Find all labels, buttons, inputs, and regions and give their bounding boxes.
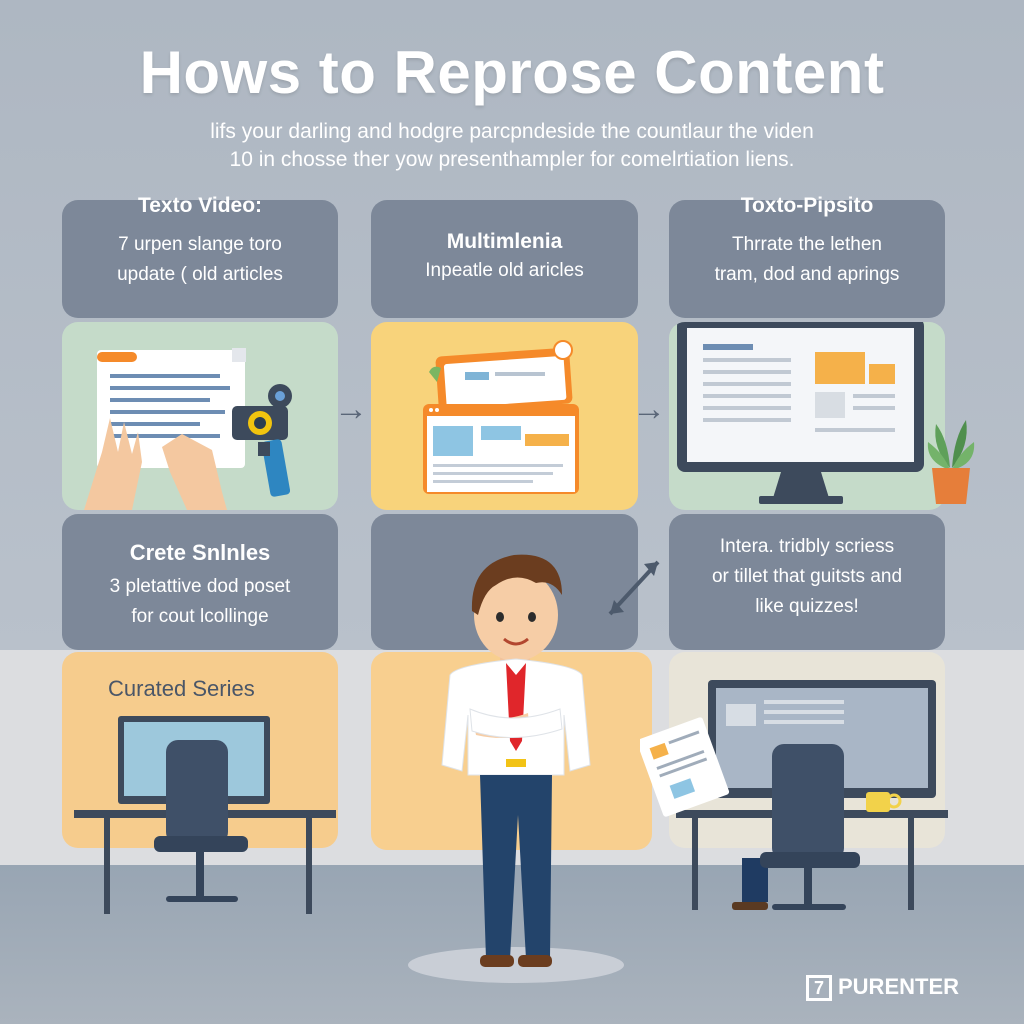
camera-icon xyxy=(232,384,292,497)
card-multimedia: Multimlenia Inpeatle old aricles xyxy=(371,200,638,318)
card-interactive-line-3: like quizzes! xyxy=(755,596,859,617)
desk-scene-left xyxy=(74,716,336,914)
subtitle-line-2: 10 in chosse ther yow presenthampler for… xyxy=(229,148,795,171)
floor-shadow xyxy=(408,947,624,983)
double-arrow-icon xyxy=(608,560,660,616)
office-chair-icon xyxy=(732,744,860,910)
logo-text: PURENTER xyxy=(838,974,960,999)
panel-text-to-video-illustration xyxy=(62,322,338,510)
card-interactive: Intera. tridbly scriess or tillet that g… xyxy=(669,514,945,650)
card-create-series-heading: Crete Snlnles xyxy=(129,540,271,565)
arrow-right-icon: → xyxy=(334,390,368,428)
card-toxto-heading: Toxto-Pipsito xyxy=(740,194,874,217)
card-toxto-line-1: Thrrate the lethen xyxy=(732,234,882,255)
arrow-right-icon: → xyxy=(632,390,666,428)
panel-monitor-illustration xyxy=(669,322,945,510)
page-title: Hows to Reprose Content xyxy=(139,39,885,106)
card-create-series-line-1: 3 pletattive dod poset xyxy=(109,576,291,597)
card-toxto-pipsito: Toxto-Pipsito Thrrate the lethen tram, d… xyxy=(669,194,945,318)
card-text-to-video-line-1: 7 urpen slange toro xyxy=(118,234,282,255)
card-toxto-line-2: tram, dod and aprings xyxy=(714,264,900,285)
subtitle-line-1: lifs your darling and hodgre parcpndesid… xyxy=(210,120,814,143)
office-chair-icon xyxy=(154,740,248,902)
man-figure xyxy=(441,554,591,967)
card-text-to-video-line-2: update ( old articles xyxy=(117,264,283,285)
card-multimedia-heading: Multimlenia xyxy=(446,230,563,253)
hands-icon xyxy=(84,418,227,510)
card-create-series-line-2: for cout lcollinge xyxy=(131,606,269,627)
logo-mark: 7 xyxy=(806,975,832,1002)
monitor-icon xyxy=(677,322,924,504)
document-icon xyxy=(640,717,730,817)
card-create-series: Crete Snlnles 3 pletattive dod poset for… xyxy=(62,514,338,650)
card-interactive-line-1: Intera. tridbly scriess xyxy=(719,536,895,557)
plant-icon xyxy=(927,420,975,504)
desk-scene-right xyxy=(640,680,948,910)
mug-icon xyxy=(866,792,902,812)
card-interactive-line-2: or tillet that guitsts and xyxy=(711,566,903,587)
card-text-to-video-heading: Texto Video: xyxy=(137,194,263,217)
curated-series-label: Curated Series xyxy=(108,676,255,701)
page-subtitle: lifs your darling and hodgre parcpndesid… xyxy=(80,118,944,174)
card-multimedia-line-1: Inpeatle old aricles xyxy=(425,260,584,281)
document-icon xyxy=(97,348,246,468)
presenter-character xyxy=(408,554,624,983)
browser-window-icon xyxy=(423,340,579,494)
card-text-to-video: Texto Video: 7 urpen slange toro update … xyxy=(62,194,338,318)
panel-multimedia-illustration xyxy=(371,322,638,510)
